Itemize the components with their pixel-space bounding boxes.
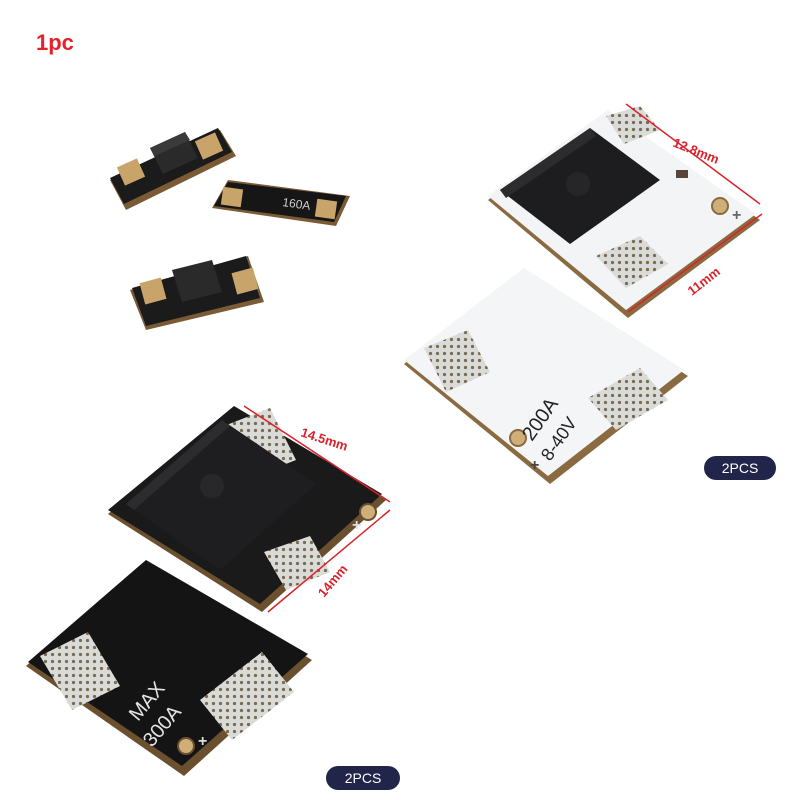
white-board-bottom: 200A 8-40V + bbox=[404, 268, 688, 484]
white-board-top: + bbox=[488, 106, 760, 318]
white-plus-sign: + bbox=[732, 207, 741, 224]
black-board-bottom: MAX 300A + bbox=[26, 560, 312, 776]
black-board-top: + bbox=[108, 406, 386, 612]
black-plus-sign: + bbox=[352, 517, 361, 534]
small-board-rating-label: 160A bbox=[282, 195, 312, 213]
pack-badge-white: 2PCS bbox=[704, 456, 776, 480]
small-board-bottom bbox=[130, 256, 264, 330]
small-board-bottom-pcb-160a: 160A bbox=[212, 180, 350, 226]
black-bottom-plus-sign: + bbox=[198, 733, 207, 750]
white-bottom-plus-sign: + bbox=[530, 457, 539, 474]
small-board-top-left bbox=[110, 128, 236, 210]
pack-badge-black: 2PCS bbox=[326, 766, 400, 790]
quantity-label-1pc: 1pc bbox=[36, 30, 74, 55]
